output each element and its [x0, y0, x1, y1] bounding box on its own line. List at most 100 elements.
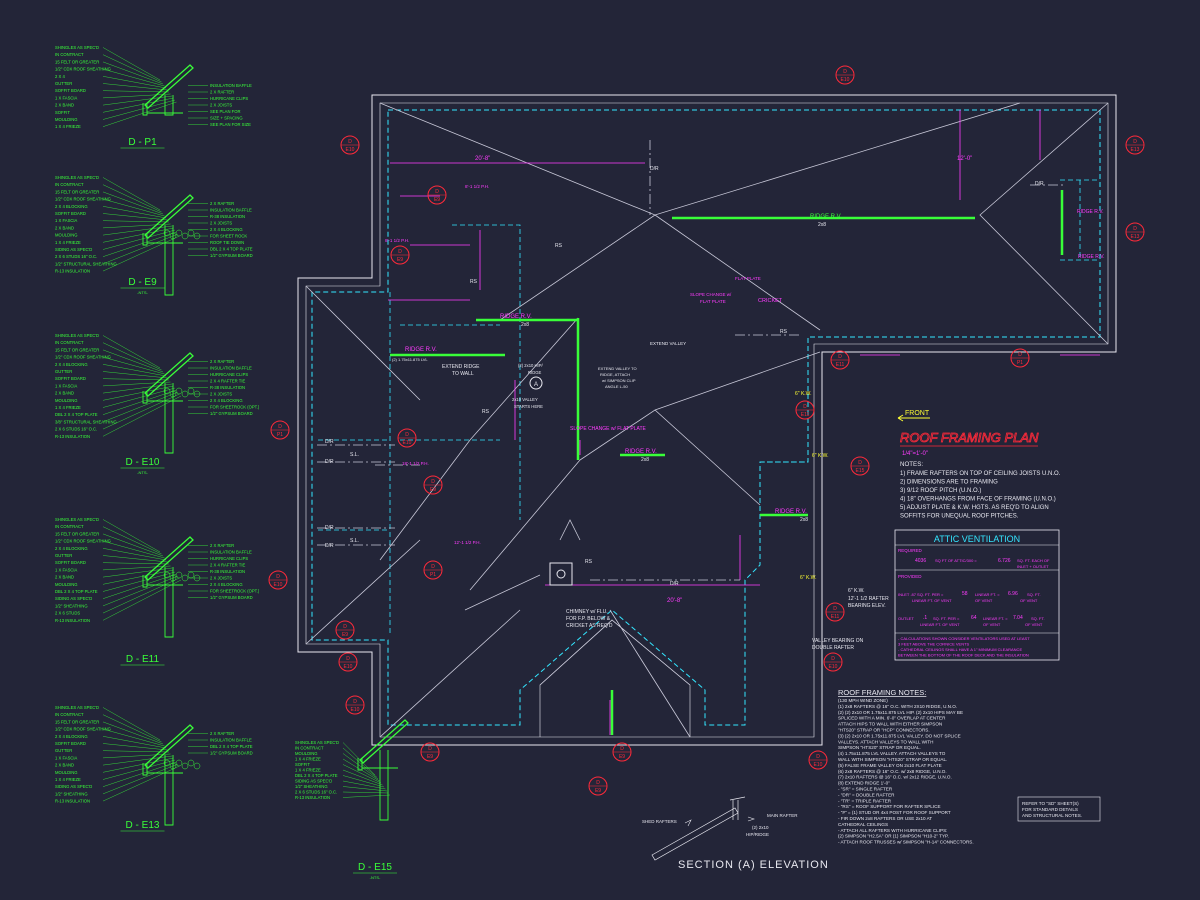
callout-detail-number: E9 — [434, 197, 440, 203]
outlet-result: 7.04 — [1013, 615, 1023, 621]
insulation-icon — [175, 759, 183, 767]
callout-label: D — [278, 424, 282, 430]
inlet-sub1: LINEAR FT. OF VENT — [912, 598, 952, 603]
detail-label-left: 1 X FASCIA — [55, 755, 78, 760]
insulation-icon — [175, 229, 183, 237]
detail-label-left: R-13 INSULATION — [55, 269, 90, 274]
framing-note-item: VALLEYS. ATTACH VALLEYS TO WALL WITH — [838, 739, 933, 744]
detail-label-right: 2 X RAFTER — [210, 201, 234, 206]
callout-label: D — [803, 404, 807, 410]
note-item: 1) FRAME RAFTERS ON TOP OF CEILING JOIST… — [900, 471, 1061, 477]
detail-callout-bubble[interactable]: DP1 — [423, 560, 443, 580]
detail-label-left: R-13 INSULATION — [55, 434, 90, 439]
detail-callout-bubble[interactable]: DE9 — [423, 475, 443, 495]
section-label: HIP/RIDGE — [746, 832, 769, 837]
interior-wall-line — [318, 179, 1100, 635]
detail-label-left: 1/2" CDX ROOF SHEATHING — [55, 67, 111, 72]
plan-label: D/R — [325, 543, 334, 549]
insulation-icon — [169, 390, 177, 398]
framing-note-item: (4) 1.75x11.875 LVL VALLEY. ATTACH VALLE… — [838, 751, 946, 756]
detail-label-left: GUTTER — [55, 81, 72, 86]
detail-label-left: DBL 2 X 4 TOP PLATE — [55, 412, 98, 417]
detail-label-right: 2 X 4 BLOCKING — [210, 582, 243, 587]
detail-label-left: 1 X 4 FRIEZE — [55, 124, 81, 129]
notes-heading: NOTES: — [900, 461, 923, 468]
detail-callout-bubble[interactable]: DE9 — [427, 185, 447, 205]
detail-label-left: R-13 INSULATION — [295, 795, 330, 800]
detail-label-left: SOFFIT BOARD — [55, 560, 86, 565]
framing-note-item: - "#" = (1) STUD OR 4x4 POST FOR ROOF SU… — [838, 810, 951, 815]
outlet-text: OUTLET — [898, 616, 914, 621]
detail-label-left: 1 X 4 FRIEZE — [295, 757, 321, 762]
detail-callout-bubble[interactable]: DP1 — [1010, 348, 1030, 368]
callout-detail-number: E9 — [397, 257, 403, 263]
detail-callout-bubble[interactable]: DE9 — [420, 742, 440, 762]
refer-line: FOR STANDARD DETAILS — [1022, 807, 1078, 812]
detail-label-right: DBL 2 X 4 TOP PLATE — [210, 247, 253, 252]
detail-label-left: GUTTER — [55, 748, 72, 753]
insulation-icon — [163, 571, 171, 579]
detail-label-left: IN CONTRACT — [55, 712, 84, 717]
framing-note-item: - "DR" = DOUBLE RAFTER — [838, 792, 895, 797]
detail-callout-bubble[interactable]: DE9 — [588, 776, 608, 796]
required-text: SQ FT OF ATTIC/300 = — [935, 558, 977, 563]
detail-label-left: SIDING AS SPEC'D — [55, 247, 92, 252]
refer-line: REFER TO "SD" SHEET(S) — [1022, 801, 1079, 806]
front-arrow-icon — [897, 414, 930, 422]
detail-label-left: GUTTER — [55, 553, 72, 558]
framing-note-item: SIMPSON "HTS20" STRAP OR EQUAL. — [838, 745, 921, 750]
detail-label-right: R-38 INSULATION — [210, 569, 245, 574]
plan-label: S.L. — [350, 538, 359, 544]
outlet-unit: SQ. FT. — [1031, 616, 1045, 621]
plan-label: 6" K.W. — [812, 453, 829, 459]
detail-label-right: R-38 INSULATION — [210, 385, 245, 390]
detail-label-right: INSULATION BAFFLE — [210, 208, 252, 213]
detail-label-left: SHINGLES AS SPEC'D — [295, 740, 339, 745]
plan-label: ANGLE L-50 — [605, 384, 628, 389]
detail-callout-bubble[interactable]: DE9 — [612, 742, 632, 762]
plan-label: TO WALL — [452, 371, 474, 377]
insulation-icon — [169, 762, 177, 770]
detail-label-right: 1/2" GYPSUM BOARD — [210, 751, 253, 756]
double-rafter-lines — [317, 140, 1065, 581]
plan-label: FLAT PLATE — [735, 276, 761, 281]
note-item: 5) ADJUST PLATE & K.W. HGTS. AS REQ'D TO… — [900, 505, 1049, 511]
plan-label: 6" K.W. — [795, 391, 812, 397]
detail-label-left: 1/2" SHEATHING — [55, 603, 88, 608]
plan-label: RS — [555, 243, 563, 249]
plan-label: 6" K.W. — [800, 575, 817, 581]
plan-label: 2x8 — [521, 322, 529, 328]
detail-label-left: MOULDING — [295, 751, 318, 756]
detail-label-left: 2 X 6 STUDS 16" O.C. — [295, 790, 337, 795]
detail-label-left: 15 FELT OR GREATER — [55, 59, 99, 64]
plan-label: 18'-1 1/2 P.H. — [402, 461, 429, 466]
detail-label-left: 15 FELT OR GREATER — [55, 189, 99, 194]
callout-label: D — [398, 249, 402, 255]
plan-label: CHIMNEY w/ FLU. — [566, 609, 608, 615]
ventilation-footnote: 3 FEET ABOVE THE CORNICE VENTS — [898, 642, 970, 647]
detail-callout-bubble[interactable]: DE9 — [335, 620, 355, 640]
detail-label-right: SEE PLAN FOR SIZE — [210, 122, 251, 127]
detail-callout-bubble[interactable]: D E9 — [390, 245, 410, 265]
callout-label: D — [428, 746, 432, 752]
detail-title: D - P1 — [128, 137, 157, 148]
insulation-icon — [163, 229, 171, 237]
detail-callout-bubble[interactable]: DP1 — [270, 420, 290, 440]
attic-ventilation-table: ATTIC VENTILATION REQUIRED 4036 SQ FT OF… — [894, 529, 1060, 661]
